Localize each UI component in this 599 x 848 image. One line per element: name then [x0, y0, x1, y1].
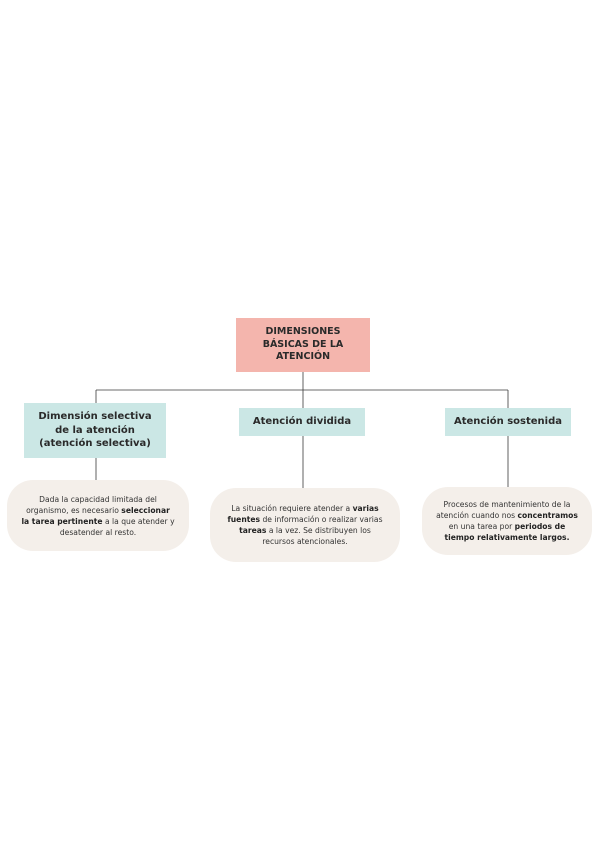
root-node: DIMENSIONES BÁSICAS DE LA ATENCIÓN	[236, 318, 370, 372]
description-segment: Dada la capacidad limitada del organismo…	[26, 494, 157, 515]
category-label-selectiva: Dimensión selectiva de la atención (aten…	[38, 411, 152, 450]
root-node-label: DIMENSIONES BÁSICAS DE LA ATENCIÓN	[262, 325, 344, 363]
description-segment-bold: concentramos	[517, 511, 578, 520]
description-segment-bold: varias fuentes	[227, 504, 379, 524]
category-label-sostenida: Atención sostenida	[453, 416, 563, 428]
description-segment-bold: tareas	[239, 526, 267, 535]
category-node-sostenida: Atención sostenida	[445, 408, 571, 436]
description-node-sostenida: Procesos de mantenimiento de la atención…	[422, 487, 592, 555]
description-text-sostenida: Procesos de mantenimiento de la atención…	[436, 499, 578, 543]
category-node-dividida: Atención dividida	[239, 408, 365, 436]
description-segment-bold: periodos de tiempo relativamente largos.	[444, 522, 570, 542]
description-segment: en una tarea por	[448, 522, 515, 531]
description-node-dividida: La situación requiere atender a varias f…	[210, 488, 400, 562]
description-segment: de información o realizar varias	[260, 515, 383, 524]
category-label-dividida: Atención dividida	[252, 416, 352, 428]
category-node-selectiva: Dimensión selectiva de la atención (aten…	[24, 403, 166, 458]
description-segment: a la que atender y desatender al resto.	[59, 516, 175, 537]
description-segment: La situación requiere atender a	[231, 504, 353, 513]
description-segment: Procesos de mantenimiento de la atención…	[436, 500, 571, 520]
description-segment-bold: seleccionar la tarea pertinente	[21, 505, 170, 526]
description-node-selectiva: Dada la capacidad limitada del organismo…	[7, 480, 189, 551]
description-text-selectiva: Dada la capacidad limitada del organismo…	[21, 494, 175, 538]
description-text-dividida: La situación requiere atender a varias f…	[224, 503, 386, 547]
description-segment: a la vez. Se distribuyen los recursos at…	[262, 526, 371, 546]
